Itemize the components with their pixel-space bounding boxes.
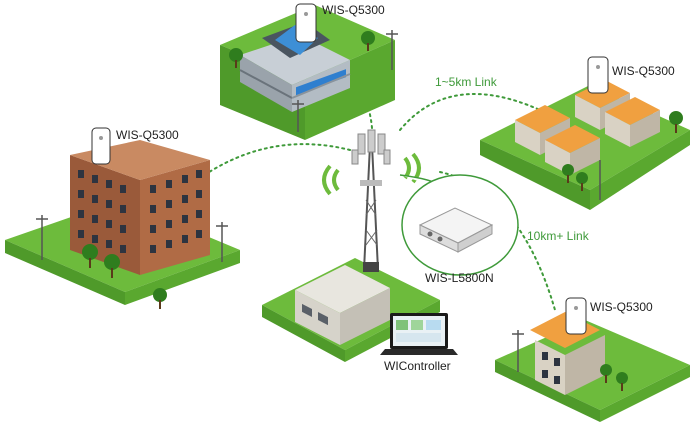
base-station-label: WIS-L5800N: [425, 271, 494, 285]
right-houses: [480, 80, 690, 210]
top-ap-device-icon: [295, 3, 317, 43]
signal-wave-icon: [322, 152, 421, 196]
base-station-device-icon: [418, 207, 494, 253]
cell-tower: [351, 129, 391, 272]
bottom-right-house: [495, 312, 690, 422]
top-building-label: WIS-Q5300: [322, 3, 385, 17]
controller-site: [262, 258, 440, 362]
long-link-label: 10km+ Link: [527, 229, 590, 243]
link-to-right-houses: [399, 93, 541, 131]
left-ap-device-icon: [91, 127, 111, 165]
right-houses-label: WIS-Q5300: [612, 64, 675, 78]
right-ap-device-icon: [587, 56, 609, 94]
short-link-label: 1~5km Link: [435, 75, 498, 89]
link-to-left-building: [199, 143, 351, 179]
left-brick-building: [5, 140, 240, 309]
bottom-right-ap-device-icon: [565, 297, 587, 335]
left-building-label: WIS-Q5300: [116, 128, 179, 142]
controller-label: WIController: [384, 359, 451, 373]
bottom-right-house-label: WIS-Q5300: [590, 300, 653, 314]
laptop-icon: [380, 313, 458, 355]
